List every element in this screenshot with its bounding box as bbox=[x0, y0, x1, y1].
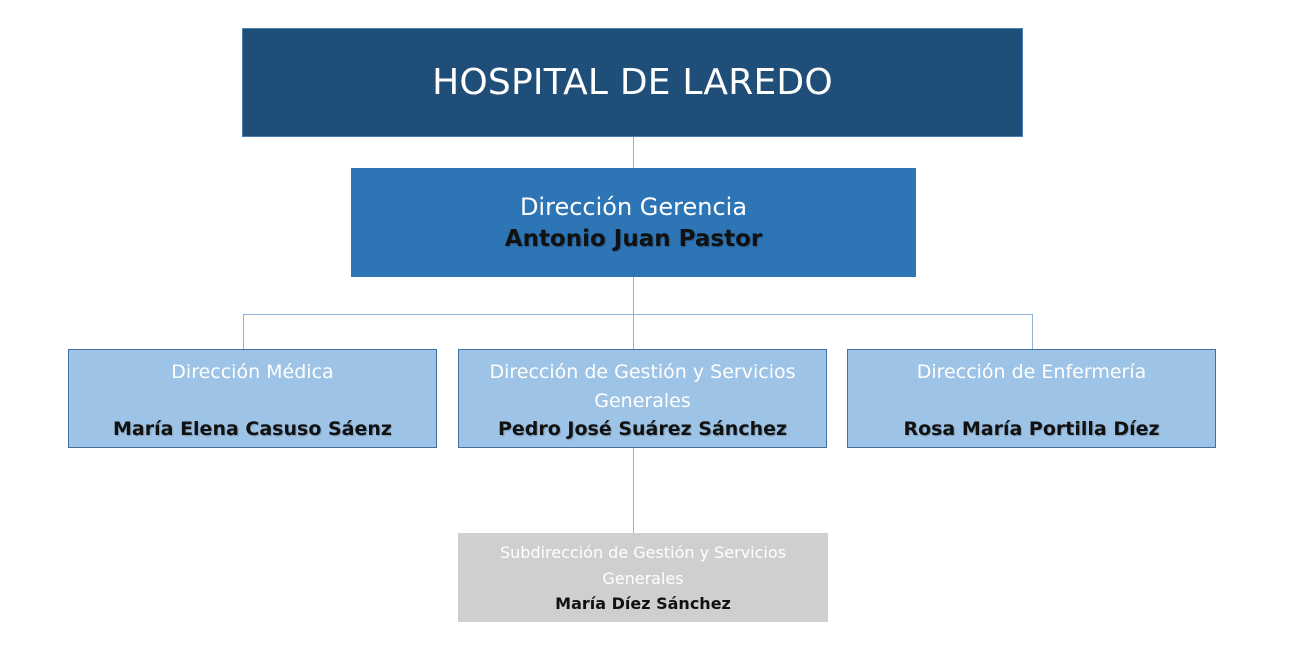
connector-enfermeria bbox=[1032, 314, 1033, 349]
direccion-medica-box: Dirección Médica María Elena Casuso Sáen… bbox=[68, 349, 437, 448]
direccion-enfermeria-name: Rosa María Portilla Díez bbox=[903, 418, 1160, 440]
subdireccion-box: Subdirección de Gestión y Servicios Gene… bbox=[458, 533, 828, 622]
direccion-gestion-box: Dirección de Gestión y Servicios General… bbox=[458, 349, 827, 448]
connector-gerencia-down bbox=[633, 277, 634, 315]
direccion-medica-name: María Elena Casuso Sáenz bbox=[113, 418, 392, 440]
subdireccion-name: María Díez Sánchez bbox=[555, 593, 731, 613]
connector-gestion bbox=[633, 314, 634, 349]
hospital-title: HOSPITAL DE LAREDO bbox=[432, 62, 833, 103]
connector-gestion-sub bbox=[633, 448, 634, 533]
direccion-enfermeria-box: Dirección de Enfermería Rosa María Porti… bbox=[847, 349, 1216, 448]
gerencia-box: Dirección Gerencia Antonio Juan Pastor bbox=[351, 168, 916, 277]
direccion-enfermeria-role: Dirección de Enfermería bbox=[916, 361, 1147, 383]
gerencia-role: Dirección Gerencia bbox=[519, 192, 748, 221]
direccion-gestion-role: Dirección de Gestión y Servicios General… bbox=[489, 361, 796, 412]
direccion-medica-role: Dirección Médica bbox=[171, 361, 334, 383]
connector-top-gerencia bbox=[633, 137, 634, 168]
connector-medica bbox=[243, 314, 244, 349]
direccion-gestion-name: Pedro José Suárez Sánchez bbox=[497, 418, 788, 440]
hospital-box: HOSPITAL DE LAREDO bbox=[242, 28, 1023, 137]
gerencia-name: Antonio Juan Pastor bbox=[504, 225, 763, 252]
subdireccion-role: Subdirección de Gestión y Servicios Gene… bbox=[500, 542, 786, 588]
connector-horizontal bbox=[243, 314, 1032, 315]
